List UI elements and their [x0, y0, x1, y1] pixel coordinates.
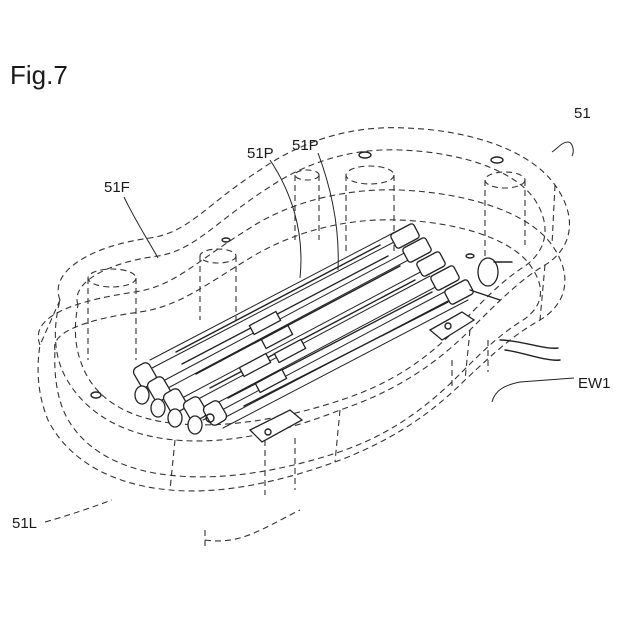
- label-lid: 51L: [12, 515, 37, 532]
- cable-outer: [505, 350, 560, 360]
- pipe-bundle: [132, 223, 560, 442]
- support-posts: [88, 166, 525, 495]
- label-pipe-a: 51P: [247, 145, 274, 162]
- label-wire: EW1: [578, 375, 611, 392]
- cable: [500, 340, 558, 348]
- label-assembly: 51: [574, 105, 591, 122]
- end-fittings-right: [390, 223, 512, 305]
- label-pipe-b: 51P: [292, 137, 319, 154]
- label-frame: 51F: [104, 179, 130, 196]
- figure-title: Fig.7: [10, 60, 68, 90]
